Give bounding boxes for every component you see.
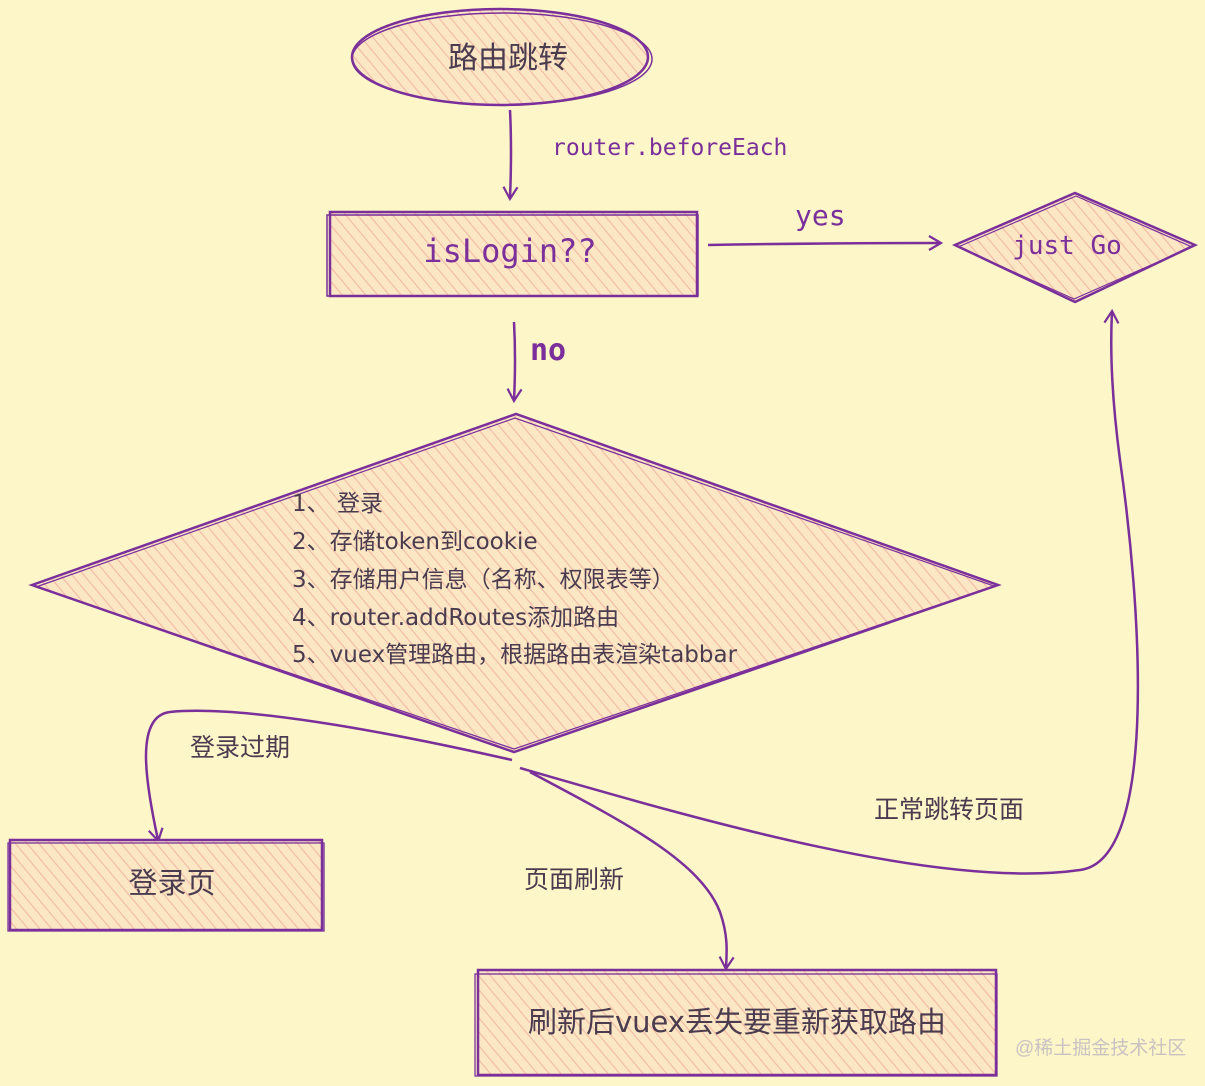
edge-normal [519, 308, 1140, 875]
process-line-2: 2、存储token到cookie [292, 529, 538, 555]
islogin-label: isLogin?? [423, 232, 596, 270]
edge-label-no: no [530, 333, 566, 368]
edge-expired [144, 709, 513, 844]
process-node: 1、 登录 2、存储token到cookie 3、存储用户信息（名称、权限表等）… [28, 412, 1002, 754]
process-line-5: 5、vuex管理路由，根据路由表渲染tabbar [292, 642, 738, 668]
edge-yes [707, 235, 944, 251]
process-line-4: 4、router.addRoutes添加路由 [292, 605, 619, 631]
islogin-node: isLogin?? [326, 210, 699, 298]
edge-label-before-each: router.beforeEach [552, 135, 787, 161]
login-page-node: 登录页 [7, 838, 325, 932]
refresh-result-label: 刷新后vuex丢失要重新获取路由 [528, 1005, 946, 1039]
edge-label-refresh: 页面刷新 [524, 865, 624, 894]
just-go-label: just Go [1012, 231, 1122, 261]
refresh-result-node: 刷新后vuex丢失要重新获取路由 [474, 968, 998, 1077]
edge-label-normal: 正常跳转页面 [874, 795, 1024, 824]
just-go-node: just Go [951, 191, 1199, 304]
edge-label-yes: yes [795, 199, 846, 232]
edge-refresh [529, 770, 735, 972]
edge-start-check [502, 109, 519, 202]
start-node: 路由跳转 [350, 7, 653, 107]
edge-label-expired: 登录过期 [190, 733, 290, 762]
start-label: 路由跳转 [448, 41, 568, 76]
login-page-label: 登录页 [128, 866, 215, 900]
edge-no [506, 321, 523, 404]
process-line-3: 3、存储用户信息（名称、权限表等） [292, 567, 675, 593]
process-line-1: 1、 登录 [292, 491, 383, 517]
watermark: @稀土掘金技术社区 [1015, 1037, 1186, 1059]
